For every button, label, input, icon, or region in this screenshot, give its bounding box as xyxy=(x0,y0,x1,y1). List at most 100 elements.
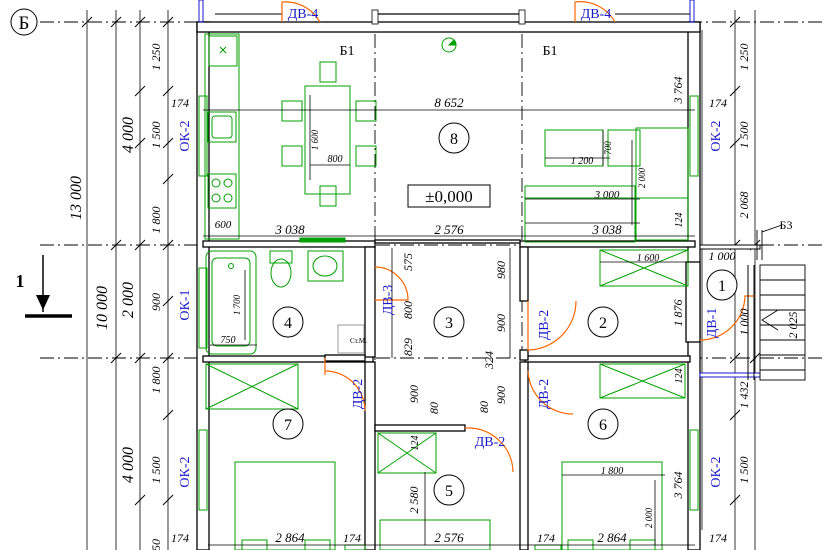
dim-2580: 2 580 xyxy=(407,487,421,514)
window-ok1-left: ОК-1 xyxy=(178,289,193,320)
equipment-label: Ст.М. xyxy=(350,337,367,345)
dim-2576-top: 2 576 xyxy=(434,222,464,237)
room-markers: 8 4 3 2 1 7 6 5 xyxy=(272,122,738,506)
dim-8652: 8 652 xyxy=(434,95,464,110)
room-4-circle xyxy=(272,306,304,338)
dim-1500-right-bottom: 1 500 xyxy=(737,457,751,484)
window-ok2-left-bottom: ОК-2 xyxy=(178,456,193,487)
dim-124-room5: 124 xyxy=(410,436,421,451)
dim-3038-right: 3 038 xyxy=(591,222,622,237)
porch-stairs xyxy=(756,224,806,381)
internal-dimension-lines xyxy=(203,95,695,546)
dim-900-lower-left: 900 xyxy=(407,385,421,403)
beam-b1-left: Б1 xyxy=(339,44,354,59)
dim-3038-left: 3 038 xyxy=(274,222,305,237)
room-3-number: 3 xyxy=(445,315,453,332)
dim-1500-left-bottom: 1 500 xyxy=(149,457,163,484)
door-dv4-left: ДВ-4 xyxy=(288,7,319,22)
dim-2576-bottom: 2 576 xyxy=(434,530,464,545)
dim-2000: 2 000 xyxy=(120,282,137,318)
axis-marker-b: Б xyxy=(10,8,38,36)
dim-980: 980 xyxy=(494,261,508,279)
dim-1000-porch: 1 000 xyxy=(709,249,736,263)
dim-80-right: 80 xyxy=(477,401,491,413)
dim-900-corridor-right: 900 xyxy=(494,314,508,332)
dim-3000: 3 000 xyxy=(594,189,620,201)
dim-13000: 13 000 xyxy=(68,176,85,220)
dim-2000-bed-bottom: 2 000 xyxy=(644,507,654,528)
dim-4000-bottom: 4 000 xyxy=(120,447,137,483)
dim-174-bottom-mid-right: 174 xyxy=(537,531,555,545)
room-5-circle xyxy=(433,474,465,506)
room-6-circle xyxy=(587,408,619,440)
door-dv1: ДВ-1 xyxy=(705,308,720,339)
dim-174-bottom-mid: 174 xyxy=(343,531,361,545)
opening-labels: ДВ-4 ДВ-4 ДВ-3 ДВ-2 ДВ-2 ДВ-2 ДВ-2 ДВ-1 … xyxy=(178,7,792,488)
axis-label: Б xyxy=(19,13,30,34)
dim-174-top-left: 174 xyxy=(171,96,189,110)
inner-dimension-values: 8 652 174 174 174 174 174 174 3 764 3 76… xyxy=(149,77,736,550)
dim-1250-right: 1 250 xyxy=(737,44,751,71)
dim-1500-right-top: 1 500 xyxy=(737,122,751,149)
door-dv2-room2: ДВ-2 xyxy=(537,310,552,341)
room-2-number: 2 xyxy=(599,315,607,332)
dim-4000-top: 4 000 xyxy=(120,117,137,153)
room-2-circle xyxy=(587,306,619,338)
door-dv2-room6: ДВ-2 xyxy=(537,379,552,410)
dim-1600-wardrobe: 1 600 xyxy=(637,253,660,264)
dim-10000: 10 000 xyxy=(94,286,111,330)
left-dimension-lines xyxy=(81,10,174,550)
dim-900-lower-right: 900 xyxy=(494,386,508,404)
dim-1432: 1 432 xyxy=(737,382,751,409)
dim-1800-left-bottom: 1 800 xyxy=(149,367,163,394)
dim-600: 600 xyxy=(215,219,232,231)
room-6-number: 6 xyxy=(599,417,607,434)
dim-80-left: 80 xyxy=(427,402,441,414)
level-mark-text: ±0,000 xyxy=(425,187,473,206)
dim-2000-bed-top: 2 000 xyxy=(637,167,647,188)
dim-124-top: 124 xyxy=(674,213,685,228)
doors xyxy=(281,1,755,473)
beam-b1-right: Б1 xyxy=(542,44,557,59)
room-7-number: 7 xyxy=(284,417,292,434)
room-3-circle xyxy=(433,306,465,338)
window-openings xyxy=(198,95,699,511)
door-dv2-room5: ДВ-2 xyxy=(475,435,506,450)
dim-900-left: 900 xyxy=(149,293,163,311)
dim-3764-bottom: 3 764 xyxy=(671,472,685,500)
dim-124-mid: 124 xyxy=(674,369,685,384)
dim-3764-top: 3 764 xyxy=(671,77,685,105)
dim-575: 575 xyxy=(401,253,415,271)
window-ok2-left-top: ОК-2 xyxy=(178,120,193,151)
dim-1200-sofa: 1 200 xyxy=(571,156,594,167)
left-dimension-values: 13 000 10 000 4 000 2 000 4 000 1 250 1 … xyxy=(68,44,163,484)
room-5-number: 5 xyxy=(445,483,453,500)
room-1-circle xyxy=(706,269,738,301)
room-7-circle xyxy=(272,408,304,440)
dim-50-left: 50 xyxy=(149,539,163,550)
window-ok2-right-bottom: ОК-2 xyxy=(709,456,724,487)
dim-1000-right: 1 000 xyxy=(737,309,751,336)
dim-174-bottom-left: 174 xyxy=(171,531,189,545)
dim-1600-table: 1 600 xyxy=(310,129,320,150)
dim-1500-left-top: 1 500 xyxy=(149,122,163,149)
dim-750-bath: 750 xyxy=(221,335,236,346)
dim-1800-bed: 1 800 xyxy=(601,466,624,477)
dim-1800-left-top: 1 800 xyxy=(149,207,163,234)
room-1-number: 1 xyxy=(718,278,726,295)
room-4-number: 4 xyxy=(284,315,292,332)
room-8-circle xyxy=(438,122,470,154)
dim-829: 829 xyxy=(401,338,415,356)
level-mark: ±0,000 xyxy=(407,184,491,208)
exterior-walls xyxy=(196,0,701,550)
dim-2864-left: 2 864 xyxy=(275,530,305,545)
section-number: 1 xyxy=(16,271,25,291)
dim-1700-bath: 1 700 xyxy=(232,294,242,315)
door-dv2-room7: ДВ-2 xyxy=(351,379,366,410)
door-dv4-right: ДВ-4 xyxy=(581,7,612,22)
window-ok2-right-top: ОК-2 xyxy=(709,120,724,151)
bathroom-fixtures xyxy=(205,250,365,355)
room-8-number: 8 xyxy=(450,131,458,148)
interior-walls xyxy=(202,239,761,550)
